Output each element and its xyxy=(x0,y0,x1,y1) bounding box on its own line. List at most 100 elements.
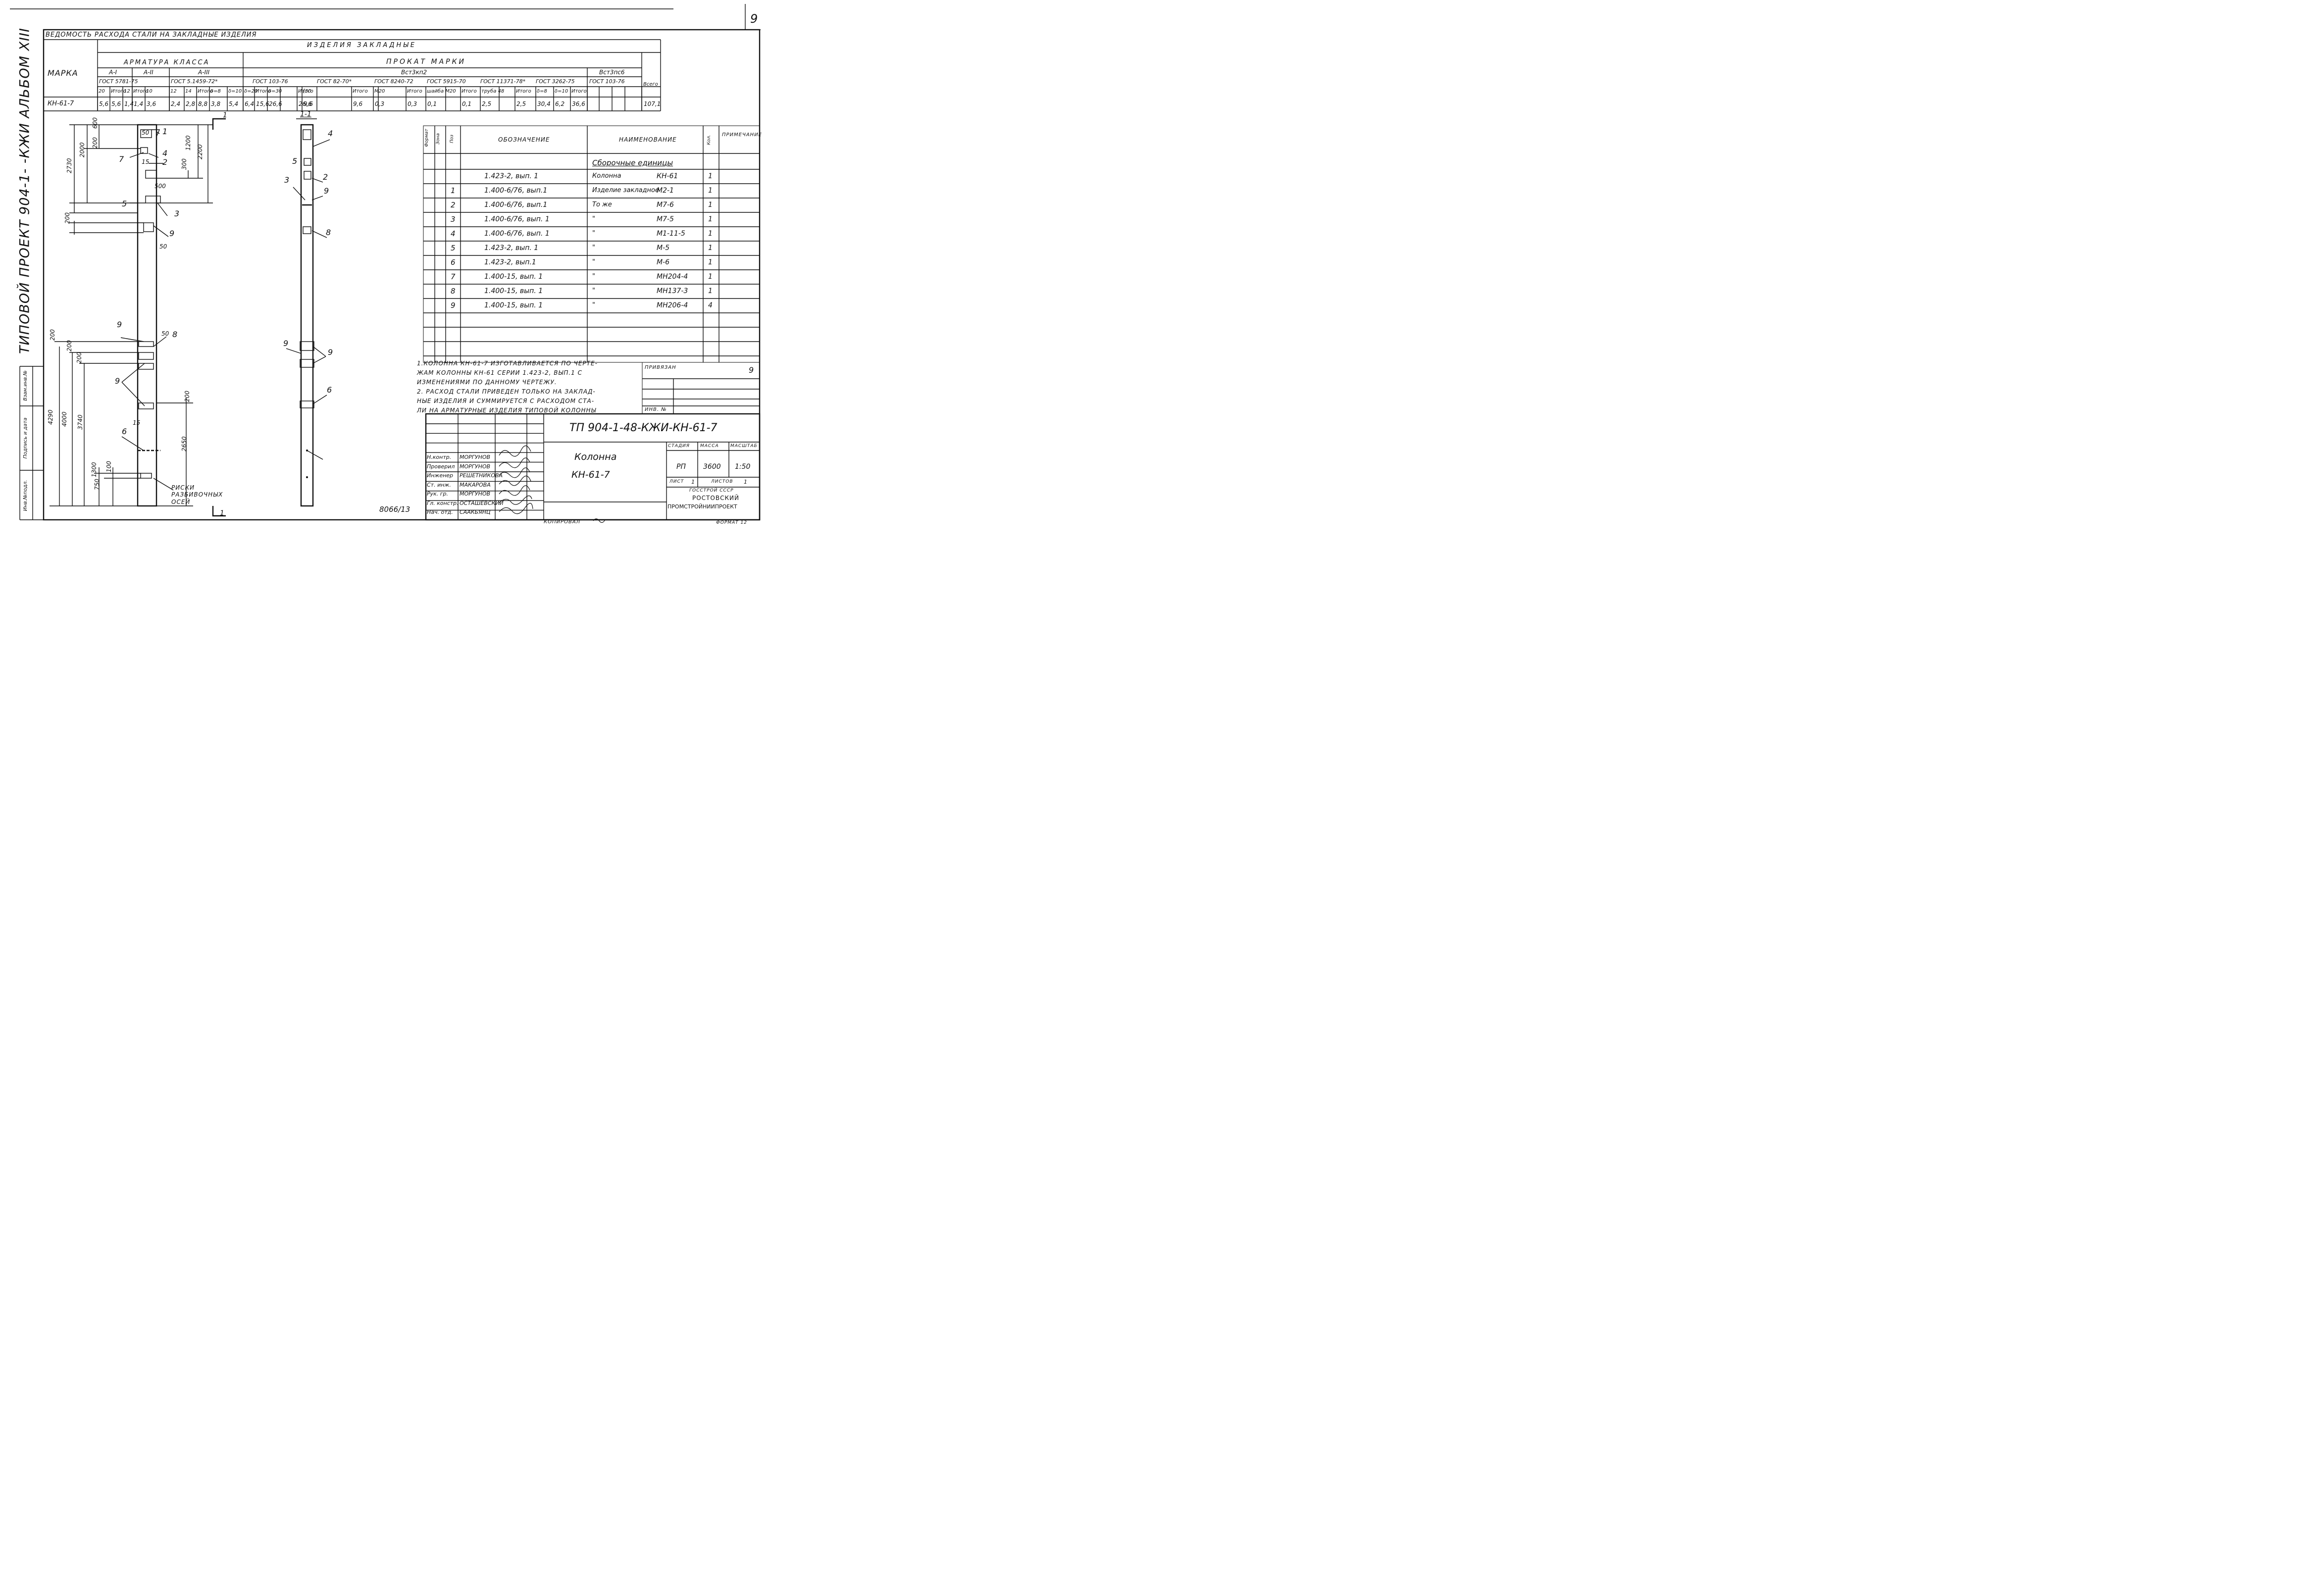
tb-org-2: Ростовский xyxy=(692,495,739,501)
dim-17: 3740 xyxy=(77,414,84,430)
tb-code: ТП 904-1-48-КЖИ-КН-61-7 xyxy=(569,422,718,434)
privyazan-label: Привязан xyxy=(645,365,676,370)
steel-val-23: 0,1 xyxy=(462,100,472,107)
steel-vst3kp2: Вст3кп2 xyxy=(401,69,427,76)
spec-oboz-2: 1.400-6/76, вып.1 xyxy=(484,201,548,209)
tb-massa-label: Масса xyxy=(700,444,719,449)
spec-oboz-5: 1.423-2, вып. 1 xyxy=(484,244,539,252)
steel-gost-1: ГОСТ 5.1459-72* xyxy=(171,78,218,85)
dim-0: 2730 xyxy=(66,158,73,173)
spec-h-oboz: Обозначение xyxy=(498,136,550,143)
steel-val-5: 2,4 xyxy=(171,100,181,107)
spec-qty-4: 1 xyxy=(708,230,713,238)
steel-col-8: δ=8 xyxy=(210,89,221,94)
dim-18: 1300 xyxy=(91,462,98,477)
steel-val-10: 6,4 xyxy=(245,100,255,107)
steel-val-29: 36,6 xyxy=(572,100,585,107)
callout-9: 9 xyxy=(115,376,120,386)
dim-6: 300 xyxy=(181,158,188,170)
tb-org-3: Промстройниипроект xyxy=(667,503,737,510)
spec-oboz-8: 1.400-15, вып. 1 xyxy=(484,287,543,295)
steel-col-3: Итого xyxy=(133,89,149,94)
column-section xyxy=(286,118,330,507)
dim-15: 4290 xyxy=(47,409,54,425)
steel-val-6: 2,8 xyxy=(186,100,196,107)
callout-1: 7 xyxy=(119,154,124,164)
section-mark-bottom: 1 xyxy=(220,509,224,517)
tb-role-0: Н.контр. xyxy=(427,454,452,460)
spec-oboz-4: 1.400-6/76, вып. 1 xyxy=(484,230,550,238)
tb-person-4: Моргунов xyxy=(460,491,491,497)
tb-list-label: Лист xyxy=(669,479,684,484)
spec-name-4: " xyxy=(592,230,595,237)
steel-col-28: δ=10 xyxy=(555,89,568,94)
steel-arm-label: Арматура класса xyxy=(124,59,210,66)
steel-col-1: Итого xyxy=(111,89,126,94)
steel-col-14: Итого xyxy=(298,89,313,94)
callout-2: 4 xyxy=(162,149,168,158)
dim-13: 200 xyxy=(66,340,73,351)
tb-role-6: Нач. отд. xyxy=(427,509,453,515)
spec-pos-3: 3 xyxy=(451,215,456,224)
spec-pos-4: 4 xyxy=(451,229,456,238)
spec-qty-3: 1 xyxy=(708,215,713,223)
spec-name-0: Колонна xyxy=(592,172,621,180)
risk-label: Риски разбивочных осей xyxy=(171,484,223,505)
steel-gost-4: ГОСТ 8240-72 xyxy=(374,78,413,85)
spec-qty-1: 1 xyxy=(708,187,713,195)
spec-mark-9: МН206-4 xyxy=(657,301,688,309)
spec-qty-7: 1 xyxy=(708,273,713,281)
drawing-sheet: 9 Типовой проект 904-1- -КЖИ Альбом XIII… xyxy=(0,0,772,534)
spec-qty-0: 1 xyxy=(708,172,713,180)
steel-val-24: 2,5 xyxy=(482,100,492,107)
callout-11: 4 xyxy=(328,129,333,138)
steel-gost-3: ГОСТ 82-70* xyxy=(317,78,352,85)
page-number: 9 xyxy=(750,12,758,26)
steel-val-15: 9,6 xyxy=(304,100,313,107)
steel-col-9: δ=10 xyxy=(228,89,242,94)
tb-massa: 3600 xyxy=(703,463,721,471)
dim-8: 50 xyxy=(159,243,167,250)
spec-qty-6: 1 xyxy=(708,258,713,266)
dim-5: 2200 xyxy=(197,144,204,159)
steel-val-2: 1,4 xyxy=(124,100,134,107)
spec-name-3: " xyxy=(592,215,595,223)
tb-person-5: Осташевский xyxy=(460,499,504,506)
side-stamp-sign: Подпись и дата xyxy=(23,417,28,459)
spec-h-name: Наименование xyxy=(619,136,677,143)
callout-18: 9 xyxy=(328,348,333,357)
spec-qty-9: 4 xyxy=(708,301,713,309)
steel-val-1: 5,6 xyxy=(111,100,121,107)
tb-role-4: Рук. гр. xyxy=(427,491,449,497)
steel-val-17: 9,6 xyxy=(353,100,363,107)
steel-super-header: Изделия закладные xyxy=(307,42,417,49)
tb-name-2: КН-61-7 xyxy=(571,469,610,480)
spec-h-pos: Поз xyxy=(450,134,455,144)
spec-pos-9: 9 xyxy=(451,301,456,310)
column-elevation xyxy=(50,118,226,517)
callout-15: 9 xyxy=(324,186,329,196)
callout-14: 3 xyxy=(284,175,290,185)
steel-col-12: δ=30 xyxy=(268,89,282,94)
steel-col-4: 10 xyxy=(146,89,153,94)
tb-role-1: Проверил xyxy=(427,463,455,470)
spec-qty-5: 1 xyxy=(708,244,713,252)
spec-table-grid xyxy=(423,125,760,363)
steel-col-17: Итого xyxy=(353,89,368,94)
steel-col-15: [30 xyxy=(303,89,311,94)
note-line-1: жам колонны КН-61 серии 1.423-2, вып.1 с xyxy=(417,369,583,376)
spec-pos-6: 6 xyxy=(451,258,456,267)
steel-col-20: Итого xyxy=(407,89,422,94)
steel-val-9: 5,4 xyxy=(229,100,239,107)
tb-person-3: Макарова xyxy=(460,481,491,488)
steel-col-6: 14 xyxy=(185,89,192,94)
callout-7: 9 xyxy=(117,320,122,329)
spec-section-title: Сборочные единицы xyxy=(592,158,673,167)
spec-pos-7: 7 xyxy=(451,272,456,281)
dim-19: 750 xyxy=(94,479,101,490)
spec-h-note: Примечание xyxy=(722,132,762,138)
callout-17: 9 xyxy=(283,339,289,348)
steel-val-18: 0,3 xyxy=(375,100,385,107)
steel-col-26: Итого xyxy=(516,89,531,94)
steel-gost-8: ГОСТ 103-76 xyxy=(589,78,625,85)
